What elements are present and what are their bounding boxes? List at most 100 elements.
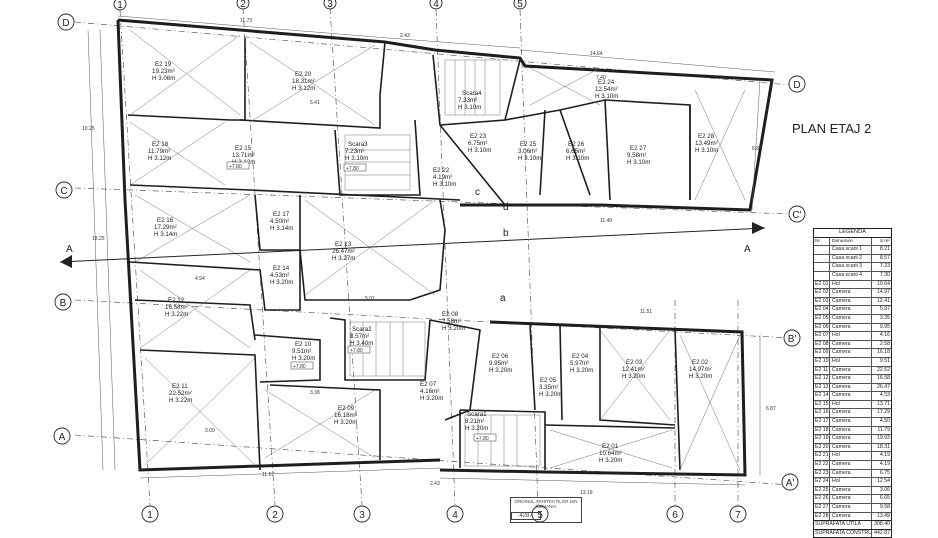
svg-text:1: 1	[147, 510, 153, 521]
svg-text:3: 3	[327, 0, 333, 10]
svg-text:5: 5	[517, 0, 523, 10]
svg-text:A': A'	[786, 478, 795, 489]
stamp-number: 4287	[511, 512, 541, 520]
axis-row-right-A: A'	[781, 473, 799, 491]
svg-text:D: D	[62, 18, 69, 29]
dim-label: 2.43	[400, 33, 410, 39]
axis-col-top-4: 4	[429, 0, 443, 10]
svg-text:2: 2	[240, 0, 246, 10]
legend-header-row: Nr Denumire S m²	[814, 237, 891, 247]
dim-label: 11.73	[240, 18, 252, 24]
legend-title: LEGENDA	[814, 229, 891, 238]
section-line	[59, 222, 766, 268]
dim-label: 7.40	[596, 75, 606, 81]
legend-total-row: SUPRAFATA CONSTRUITA 442.87	[814, 528, 891, 538]
svg-text:D: D	[793, 80, 800, 91]
dim-label: 14.64	[590, 51, 603, 57]
section-mark-right: A	[744, 244, 751, 255]
dim-label: 18.25	[92, 236, 105, 242]
legend-header-nr: Nr	[814, 237, 830, 246]
svg-text:B': B'	[788, 334, 797, 345]
walls	[116, 18, 774, 477]
legend-header-name: Denumire	[830, 237, 872, 246]
dimension-lines	[87, 15, 776, 486]
svg-text:C': C'	[792, 210, 801, 221]
dim-label: 5.01	[365, 296, 375, 302]
svg-text:B: B	[60, 298, 67, 309]
section-mark-d: d	[503, 202, 509, 213]
dim-label: 3.09	[205, 428, 215, 434]
dim-label: 4.94	[195, 276, 205, 282]
svg-text:3: 3	[359, 510, 365, 521]
level-tag: +7.80	[229, 164, 242, 170]
level-tag: +7.80	[350, 348, 363, 354]
legend-total-row: SUPRAFATA UTILA 308.40	[814, 520, 891, 529]
level-tags: +7.80 +7.80 +7.80 +7.80 +7.80	[226, 161, 497, 442]
dim-label: 6.87	[752, 146, 762, 152]
level-tag: +7.80	[346, 166, 359, 172]
svg-text:2: 2	[272, 510, 278, 521]
floor-plan-drawing: 11.73 2.43 14.64 11.51 13.19 11.67 2.43 …	[53, 0, 871, 523]
axis-row-right-C: C'	[788, 205, 806, 223]
axis-col-top-1: 1	[113, 0, 127, 11]
axis-markers: 1 2 3 4 5 1 2 3 4 5 6 7 D C B A D C' B' …	[53, 0, 806, 523]
axis-col-bottom-7: 7	[729, 505, 747, 523]
svg-text:7: 7	[735, 510, 741, 521]
axis-col-bottom-6: 6	[666, 505, 684, 523]
dim-label: 3.38	[310, 390, 320, 396]
dim-label: 5.41	[310, 100, 320, 106]
axis-row-left-B: B	[54, 293, 72, 311]
section-mark-b: b	[503, 228, 509, 239]
level-tag: +7.80	[476, 436, 489, 442]
axis-col-bottom-2: 2	[266, 505, 284, 523]
svg-text:4: 4	[452, 510, 458, 521]
level-tag: +7.80	[293, 364, 306, 370]
